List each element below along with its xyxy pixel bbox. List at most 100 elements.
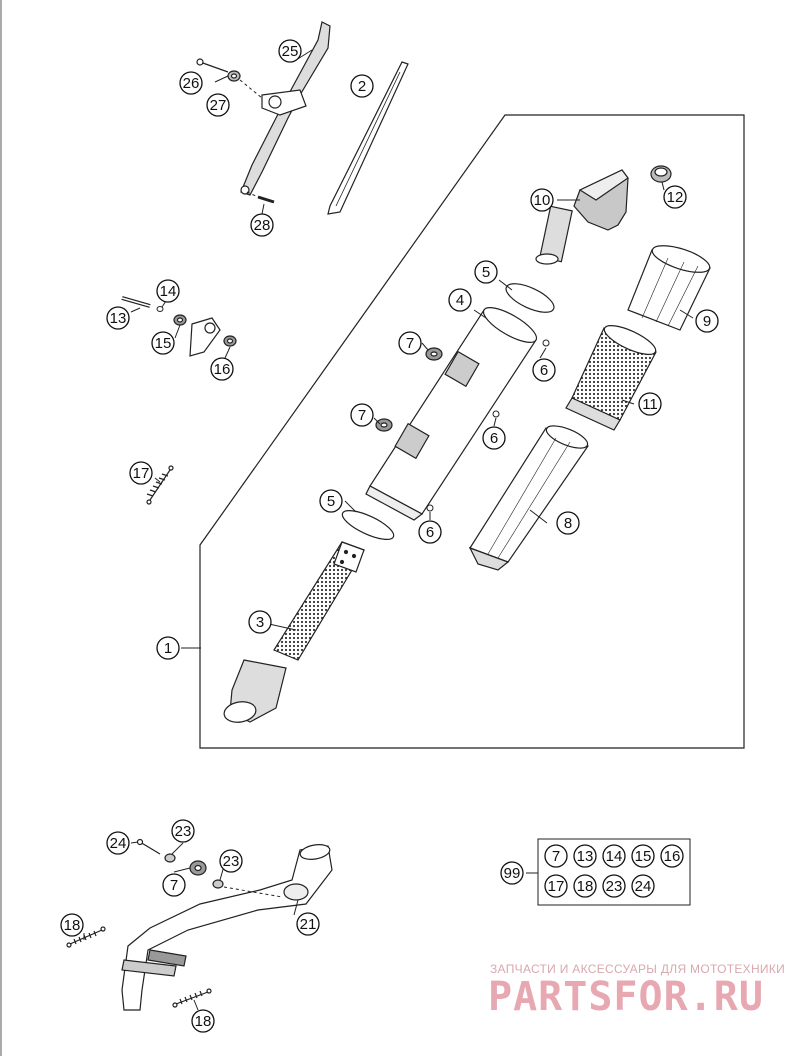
callout-c8-circle (556, 511, 580, 535)
callout-c21-circle (296, 912, 320, 936)
kit-item-r2-2-label: 23 (606, 878, 623, 895)
kit-item-r1-1-label: 13 (577, 848, 594, 865)
callout-c12-label: 12 (667, 189, 684, 206)
callout-c2-label: 2 (358, 78, 366, 95)
callout-c25: 25 (278, 39, 302, 63)
callout-c4-circle (448, 288, 472, 312)
callout-c3: 3 (248, 610, 272, 634)
kit-item-r2-0-label: 17 (548, 878, 565, 895)
bushing-part-7-lower (375, 418, 393, 432)
kit-item-r1-2-label: 14 (606, 848, 623, 865)
silencer-body-part-4 (365, 307, 538, 521)
callout-c15-circle (151, 331, 175, 355)
callout-c13-label: 13 (110, 310, 127, 327)
callout-c8: 8 (556, 511, 580, 535)
callout-c18a-label: 18 (64, 917, 81, 934)
kit-item-r1-4: 16 (660, 844, 684, 868)
callout-c5a-label: 5 (482, 264, 490, 281)
kit-item-r1-3-label: 15 (635, 848, 652, 865)
callout-c6c-circle (418, 520, 442, 544)
callout-c11: 11 (638, 392, 662, 416)
rivet-part-6-b (492, 410, 500, 418)
callout-c26-label: 26 (183, 75, 200, 92)
inner-pipe-part-3 (223, 541, 365, 723)
kit-item-r1-2-circle (602, 844, 626, 868)
heat-shield-part-2 (327, 61, 409, 215)
callout-c9: 9 (695, 309, 719, 333)
callout-c2: 2 (350, 74, 374, 98)
callout-c26-circle (179, 71, 203, 95)
callout-c7c-circle (162, 873, 186, 897)
callout-c28-label: 28 (254, 217, 271, 234)
kit-item-r2-0: 17 (544, 874, 568, 898)
callout-c15: 15 (151, 331, 175, 355)
callout-c7c-label: 7 (170, 877, 178, 894)
callout-c99: 99 (500, 861, 524, 885)
callout-c5b: 5 (319, 489, 343, 513)
callout-c8-label: 8 (564, 515, 572, 532)
callout-c23b: 23 (219, 849, 243, 873)
spring-18-right (172, 988, 212, 1008)
bushing-15 (173, 314, 187, 326)
nut-16 (223, 335, 237, 347)
screw-28 (257, 195, 275, 204)
callout-c5b-label: 5 (327, 493, 335, 510)
callout-c9-circle (695, 309, 719, 333)
kit-item-r2-3: 24 (631, 874, 655, 898)
callout-c16-label: 16 (214, 361, 231, 378)
callout-c27: 27 (206, 93, 230, 117)
callout-c18b-label: 18 (195, 1013, 212, 1030)
callout-c18a-circle (60, 913, 84, 937)
callout-c28-circle (250, 213, 274, 237)
callout-c23b-label: 23 (223, 853, 240, 870)
callout-c27-label: 27 (210, 97, 227, 114)
callout-c11-circle (638, 392, 662, 416)
callout-c9-label: 9 (703, 313, 711, 330)
callout-c24: 24 (106, 831, 130, 855)
kit-item-r2-1-circle (573, 874, 597, 898)
callout-c6a-circle (532, 358, 556, 382)
outer-sleeve-part-8 (468, 425, 589, 571)
callout-c7c: 7 (162, 873, 186, 897)
assembly-frame (199, 114, 745, 749)
ring-part-5-lower (341, 510, 395, 540)
kit-item-r1-4-label: 16 (664, 848, 681, 865)
callout-c5a: 5 (474, 260, 498, 284)
callout-c23a-circle (171, 819, 195, 843)
bolt-26 (196, 58, 229, 73)
header-pipe-part-21 (121, 844, 333, 1011)
spring-18-left (66, 926, 106, 948)
callout-c23a-label: 23 (175, 823, 192, 840)
spring-17 (146, 465, 174, 505)
plug-part-12 (650, 165, 672, 183)
callout-c12: 12 (663, 185, 687, 209)
callout-c6b: 6 (482, 426, 506, 450)
kit-item-r2-1-label: 18 (577, 878, 594, 895)
kit-item-r1-4-circle (660, 844, 684, 868)
callout-c4: 4 (448, 288, 472, 312)
callout-c17-circle (129, 461, 153, 485)
callout-c21: 21 (296, 912, 320, 936)
callout-c6c: 6 (418, 520, 442, 544)
callout-c12-circle (663, 185, 687, 209)
callout-c4-label: 4 (456, 292, 464, 309)
callout-c7a-circle (398, 331, 422, 355)
washer-23-upper (164, 853, 176, 863)
callout-c23b-circle (219, 849, 243, 873)
callout-c7a-label: 7 (406, 335, 414, 352)
callout-c3-circle (248, 610, 272, 634)
kit-item-r1-3: 15 (631, 844, 655, 868)
callout-c6a: 6 (532, 358, 556, 382)
callout-c24-label: 24 (110, 835, 127, 852)
callout-c6c-label: 6 (426, 524, 434, 541)
ring-part-5-upper (505, 283, 555, 313)
callout-c21-label: 21 (300, 916, 317, 933)
callout-c26: 26 (179, 71, 203, 95)
callout-c7b-circle (350, 403, 374, 427)
callout-c10-circle (530, 188, 554, 212)
watermark-tagline: ЗАПЧАСТИ И АКСЕССУАРЫ ДЛЯ МОТОТЕХНИКИ (490, 962, 786, 976)
kit-item-r2-2: 23 (602, 874, 626, 898)
callout-c14: 14 (156, 279, 180, 303)
callout-c23a: 23 (171, 819, 195, 843)
